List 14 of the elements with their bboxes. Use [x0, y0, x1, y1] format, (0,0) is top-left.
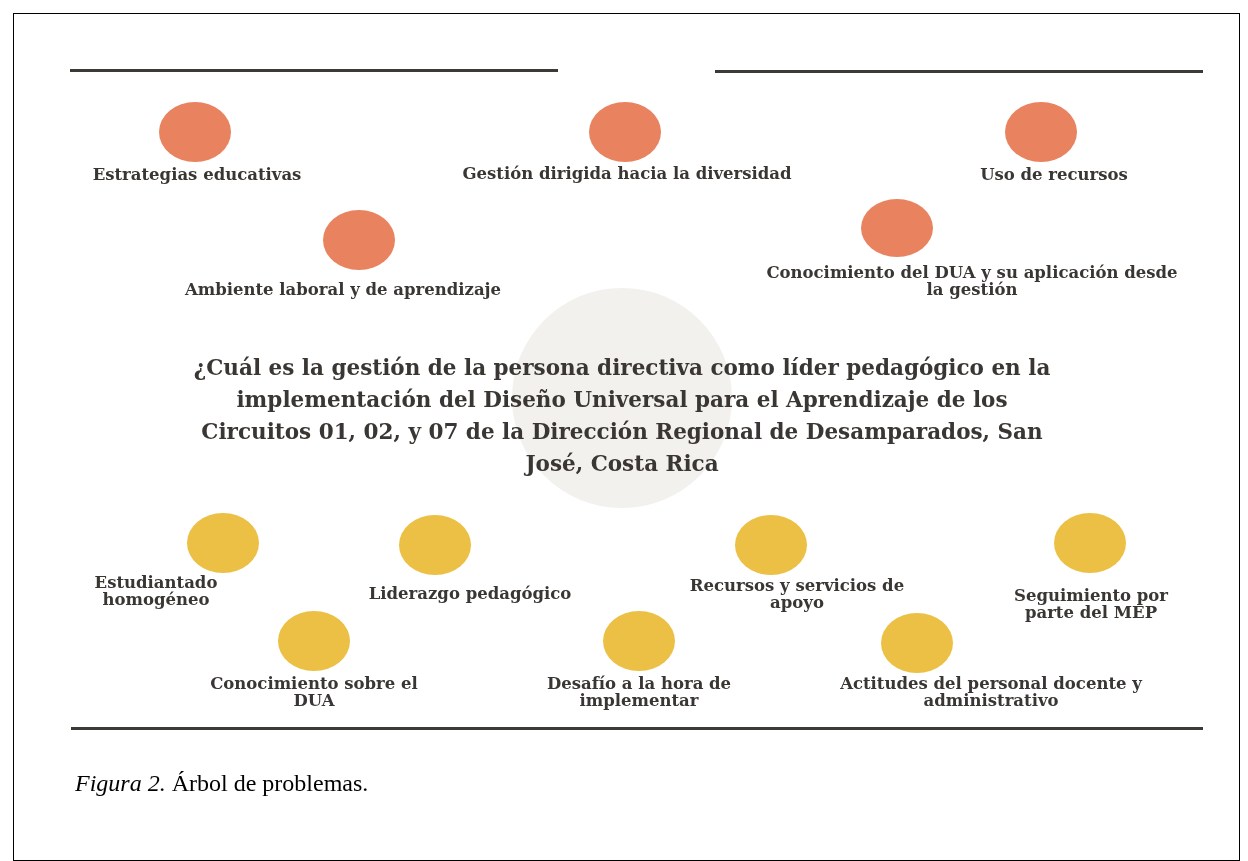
- item-label: Liderazgo pedagógico: [367, 585, 573, 602]
- item-label: Actitudes del personal docente y administrativo: [839, 675, 1144, 709]
- item-label: Seguimiento por parte del MEP: [1012, 587, 1169, 621]
- item-label: Gestión dirigida hacia la diversidad: [461, 165, 793, 182]
- item-label: Estrategias educativas: [91, 166, 303, 183]
- item-label: Conocimiento del DUA y su aplicación desde la gestión: [765, 264, 1179, 298]
- item-label: Recursos y servicios de apoyo: [688, 577, 906, 611]
- item-label: Desafío a la hora de implementar: [545, 675, 733, 709]
- item-label: Ambiente laboral y de aprendizaje: [183, 281, 503, 298]
- item-label: Uso de recursos: [979, 166, 1129, 183]
- central-question: ¿Cuál es la gestión de la persona directiva como líder pedagógico en la implementación del Diseño Universal para el Aprendizaje de los Circuitos 01, 02, y 07 de la Dirección Regional de Desamparados, San José, Costa Rica: [192, 354, 1052, 478]
- item-label: Estudiantado homogéneo: [93, 574, 219, 608]
- figure-caption: Figura 2. Árbol de problemas.: [75, 770, 369, 797]
- item-label: Conocimiento sobre el DUA: [209, 675, 419, 709]
